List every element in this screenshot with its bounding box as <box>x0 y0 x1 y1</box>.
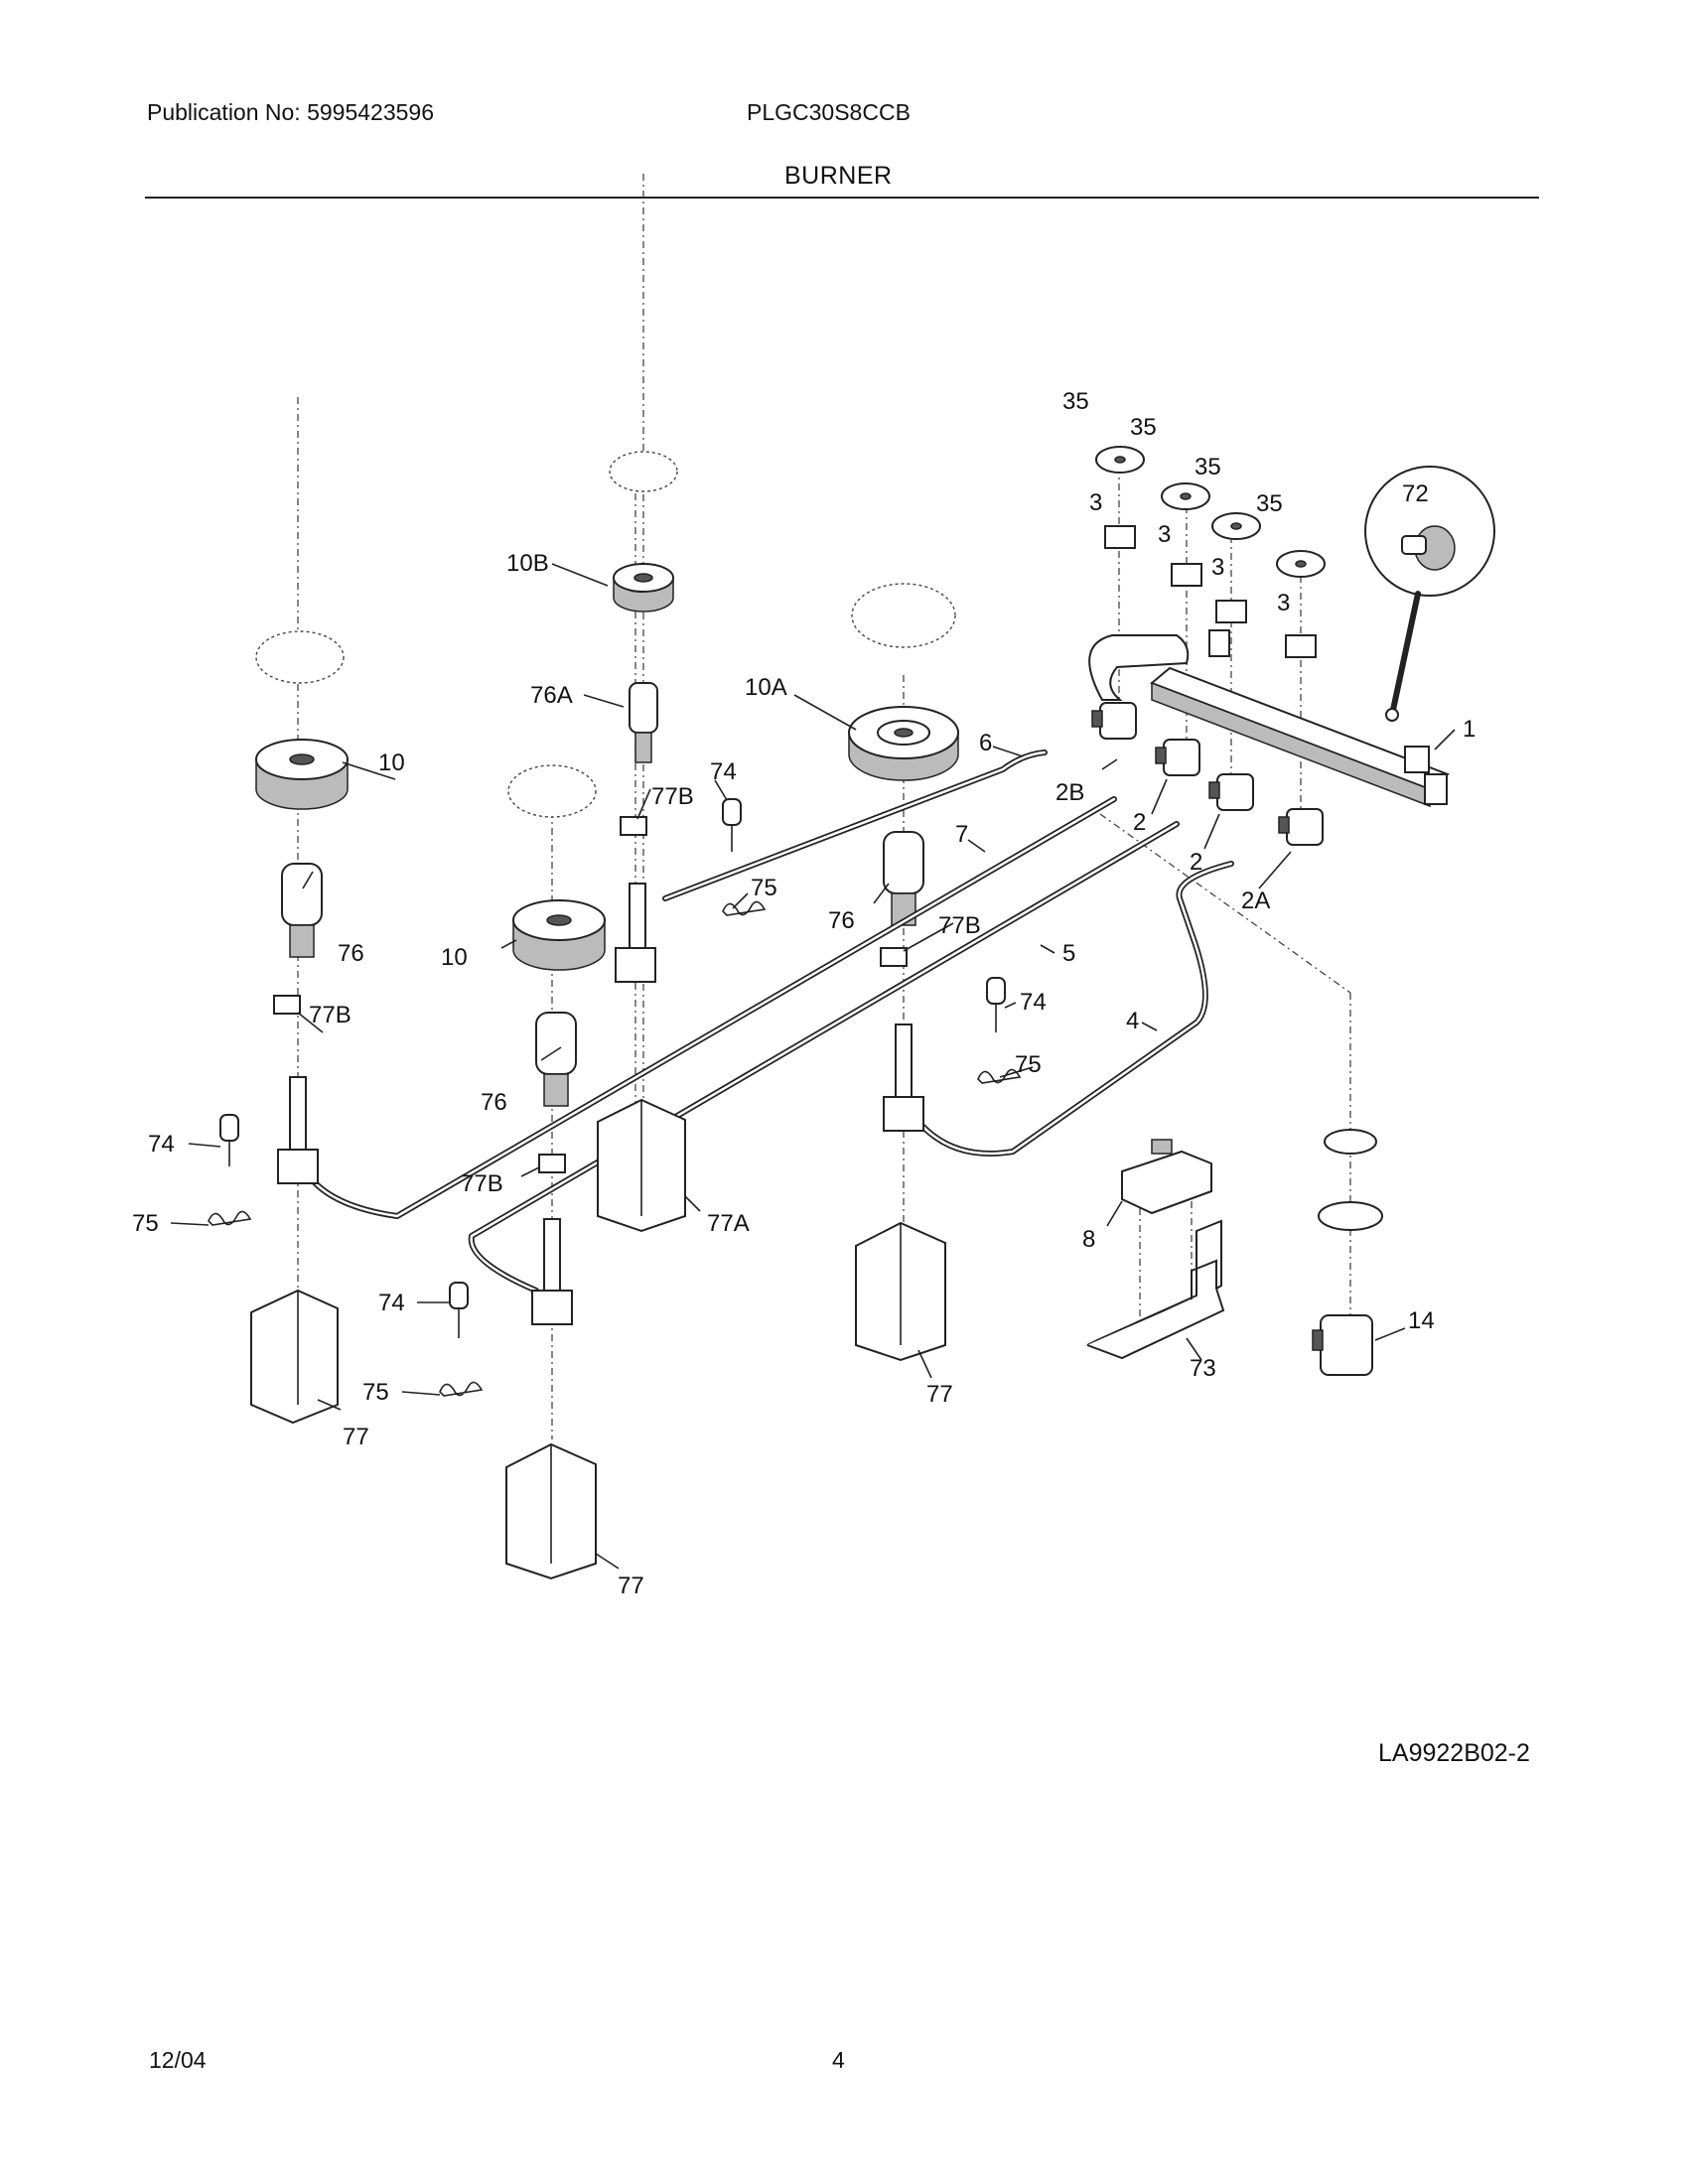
electrodes-and-clips <box>208 798 1022 1397</box>
assembly-center-lines <box>297 174 1351 1439</box>
burner-cap-top-center <box>609 451 678 492</box>
footer-date: 12/04 <box>149 2047 207 2073</box>
burner-head-10-center <box>512 899 606 971</box>
callout-74-a: 74 <box>710 758 737 785</box>
callout-10-left: 10 <box>378 750 405 776</box>
callout-1: 1 <box>1463 716 1476 743</box>
callout-75-a: 75 <box>751 875 777 901</box>
burner-head-10A <box>848 706 959 781</box>
publication-number: Publication No: 5995423596 <box>147 99 435 125</box>
callout-2-a: 2 <box>1133 809 1146 836</box>
callout-76-left: 76 <box>338 940 364 967</box>
bracket-77-center <box>505 1442 597 1580</box>
brackets <box>250 816 946 1580</box>
knob-72 <box>1364 466 1495 722</box>
gas-tubes <box>303 750 1234 1294</box>
bezels-and-switches <box>1095 446 1326 658</box>
callout-75-d: 75 <box>362 1379 389 1406</box>
riser-left <box>277 1076 319 1184</box>
callout-8: 8 <box>1082 1226 1095 1253</box>
valve-2B <box>1091 702 1137 740</box>
callout-2B: 2B <box>1055 779 1084 806</box>
electrode-a <box>722 798 742 852</box>
callout-35-d: 35 <box>1256 490 1283 517</box>
page-number: 4 <box>832 2047 845 2073</box>
spark-module-8 <box>1121 1139 1212 1215</box>
callout-35-c: 35 <box>1195 454 1221 480</box>
burner-caps <box>255 451 956 818</box>
burner-head-10-left <box>255 739 349 810</box>
callout-35-b: 35 <box>1130 414 1157 441</box>
burner-head-10B <box>613 563 674 613</box>
orifice-holder-76-left <box>281 863 323 958</box>
electrode-b <box>986 977 1006 1032</box>
burner-risers <box>277 883 924 1325</box>
callout-14: 14 <box>1408 1307 1435 1334</box>
callout-6: 6 <box>979 730 992 756</box>
valve-2-a <box>1155 739 1200 776</box>
callout-77-center: 77 <box>618 1572 644 1599</box>
callout-73: 73 <box>1190 1355 1216 1382</box>
callout-3-b: 3 <box>1158 521 1171 548</box>
header-divider <box>145 197 1539 199</box>
callout-10-center: 10 <box>441 944 468 971</box>
orifice-holders <box>281 682 924 1107</box>
valve-2A <box>1278 808 1324 846</box>
bracket-77A <box>597 1098 686 1233</box>
electrode-d <box>449 1282 469 1338</box>
valve-2-b <box>1208 773 1254 811</box>
callout-75-b: 75 <box>1015 1051 1042 1078</box>
orifice-holder-76A <box>629 682 658 763</box>
burner-cap-left <box>255 630 345 684</box>
bracket-77-left <box>250 1289 339 1425</box>
regulator-14 <box>1312 1129 1383 1376</box>
bracket-77-right <box>855 1221 946 1362</box>
burner-cap-large <box>851 583 956 648</box>
callout-77B-d: 77B <box>461 1170 503 1197</box>
leader-lines <box>170 563 1456 1570</box>
callout-labels: 1 2 2 2A 2B 3 3 3 3 4 5 7 6 8 10 10 10A … <box>132 388 1476 1599</box>
riser-right <box>883 1024 924 1132</box>
orifice-holder-76-center <box>535 1012 577 1107</box>
callout-5: 5 <box>1062 940 1075 967</box>
callout-2A: 2A <box>1241 887 1270 914</box>
callout-74-b: 74 <box>1020 989 1047 1016</box>
callout-4: 4 <box>1126 1008 1139 1034</box>
callout-77-right: 77 <box>926 1381 953 1408</box>
callout-35-a: 35 <box>1062 388 1089 415</box>
callout-7: 7 <box>955 821 968 848</box>
riser-front <box>531 1218 573 1325</box>
callout-77B-a: 77B <box>651 783 694 810</box>
module-bracket-73 <box>1086 1219 1225 1360</box>
callout-10B: 10B <box>506 550 549 577</box>
manifold-assembly <box>1088 629 1450 846</box>
callout-3-a: 3 <box>1089 489 1102 516</box>
callout-77A: 77A <box>707 1210 750 1237</box>
callout-75-c: 75 <box>132 1210 159 1237</box>
burner-cap-front-center <box>507 764 597 818</box>
callout-76-right: 76 <box>828 907 855 934</box>
section-title: BURNER <box>784 162 893 190</box>
callout-74-d: 74 <box>378 1290 405 1316</box>
callout-2-b: 2 <box>1190 849 1202 876</box>
callout-77-left: 77 <box>343 1424 369 1450</box>
callout-77B-b: 77B <box>309 1002 352 1028</box>
electrode-c <box>219 1114 239 1166</box>
callout-74-c: 74 <box>148 1131 175 1158</box>
callout-72: 72 <box>1402 480 1429 507</box>
callout-10A: 10A <box>745 674 787 701</box>
callout-3-d: 3 <box>1277 590 1290 616</box>
model-number: PLGC30S8CCB <box>747 99 911 125</box>
callout-76A: 76A <box>530 682 573 709</box>
callout-77B-c: 77B <box>938 912 981 939</box>
callout-76-center: 76 <box>481 1089 507 1116</box>
callout-3-c: 3 <box>1211 554 1224 581</box>
drawing-code: LA9922B02-2 <box>1378 1739 1530 1767</box>
riser-center-back <box>615 883 656 983</box>
